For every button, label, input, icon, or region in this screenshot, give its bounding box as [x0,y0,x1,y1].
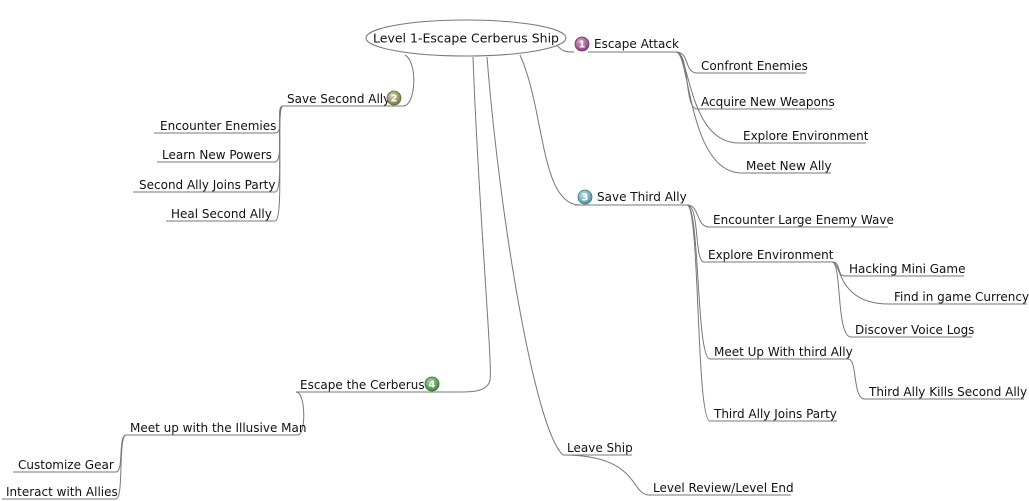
node-meet-up-with-the-illusive-man[interactable]: Meet up with the Illusive Man [130,421,306,435]
edge-second-ally-c4 [274,105,284,222]
priority-1-icon [574,36,590,52]
node-save-third-ally[interactable]: 3 Save Third Ally [577,189,687,205]
node-discover-voice-logs[interactable]: Discover Voice Logs [855,323,974,337]
node-save-third-ally-label: Save Third Ally [597,190,687,204]
priority-2-number: 2 [391,94,398,105]
node-level-review-level-end[interactable]: Level Review/Level End [653,481,794,495]
node-third-ally-kills-second-ally[interactable]: Third Ally Kills Second Ally [868,385,1027,399]
edge-escape-attack-c4 [675,51,743,174]
edge-explore-c2 [831,261,891,305]
edge-root-escape-cerberus [461,56,491,393]
edge-root-save-third-ally [519,54,581,206]
priority-4-icon [424,376,440,392]
edge-root-save-second-ally [402,54,415,107]
node-heal-second-ally[interactable]: Heal Second Ally [171,207,272,221]
node-find-in-game-currency[interactable]: Find in game Currency [894,290,1029,304]
edge-third-ally-c4 [686,204,711,422]
edge-leave-c1 [562,454,650,496]
priority-2-icon [386,90,402,106]
node-leave-ship-label: Leave Ship [567,441,633,455]
priority-3-number: 3 [582,193,589,204]
root-node-label: Level 1-Escape Cerberus Ship [373,31,559,46]
edge-cerberus-c1 [295,391,305,436]
children-escape-attack: Confront Enemies Acquire New Weapons Exp… [701,59,869,173]
children-save-second-ally: Encounter Enemies Learn New Powers Secon… [139,119,276,221]
node-escape-the-cerberus[interactable]: Escape the Cerberus 4 [300,376,440,392]
edge-explore-c1 [831,261,846,277]
edge-illusive-c2 [115,434,127,500]
node-meet-up-with-third-ally[interactable]: Meet Up With third Ally [714,345,853,359]
edge-third-ally-c2 [686,204,705,263]
node-hacking-mini-game[interactable]: Hacking Mini Game [849,262,965,276]
root-node-ellipse [365,19,567,57]
edge-root-leave-ship [486,56,564,456]
node-explore-environment-2[interactable]: Explore Environment [708,248,834,262]
node-encounter-enemies[interactable]: Encounter Enemies [160,119,276,133]
priority-1-number: 1 [579,40,586,51]
node-confront-enemies[interactable]: Confront Enemies [701,59,808,73]
node-second-ally-joins-party[interactable]: Second Ally Joins Party [139,178,275,192]
children-leave-ship: Level Review/Level End [653,481,794,495]
node-save-second-ally[interactable]: Save Second Ally 2 [287,90,402,106]
node-explore-environment[interactable]: Explore Environment [743,129,869,143]
node-escape-the-cerberus-label: Escape the Cerberus [300,378,425,392]
priority-4-number: 4 [429,380,436,391]
connectors [115,43,891,500]
underlines [2,51,1027,500]
edge-meet-third-c1 [847,358,866,400]
edge-third-ally-c3 [686,204,711,360]
node-encounter-large-enemy-wave[interactable]: Encounter Large Enemy Wave [713,213,894,227]
edge-explore-c3 [831,261,852,338]
children-escape-the-cerberus: Meet up with the Illusive Man Customize … [6,421,306,499]
children-save-third-ally: Encounter Large Enemy Wave Explore Envir… [708,213,1029,421]
node-acquire-new-weapons[interactable]: Acquire New Weapons [701,95,835,109]
node-leave-ship[interactable]: Leave Ship [567,441,633,455]
node-third-ally-joins-party[interactable]: Third Ally Joins Party [713,407,837,421]
root-node[interactable]: Level 1-Escape Cerberus Ship [365,19,567,57]
edge-second-ally-c2 [274,105,284,163]
node-escape-attack-label: Escape Attack [594,37,679,51]
node-customize-gear[interactable]: Customize Gear [18,458,114,472]
priority-3-icon [577,189,593,205]
node-save-second-ally-label: Save Second Ally [287,92,390,106]
node-learn-new-powers[interactable]: Learn New Powers [162,148,272,162]
node-escape-attack[interactable]: 1 Escape Attack [574,36,679,52]
node-meet-new-ally[interactable]: Meet New Ally [746,159,832,173]
node-interact-with-allies[interactable]: Interact with Allies [6,485,118,499]
